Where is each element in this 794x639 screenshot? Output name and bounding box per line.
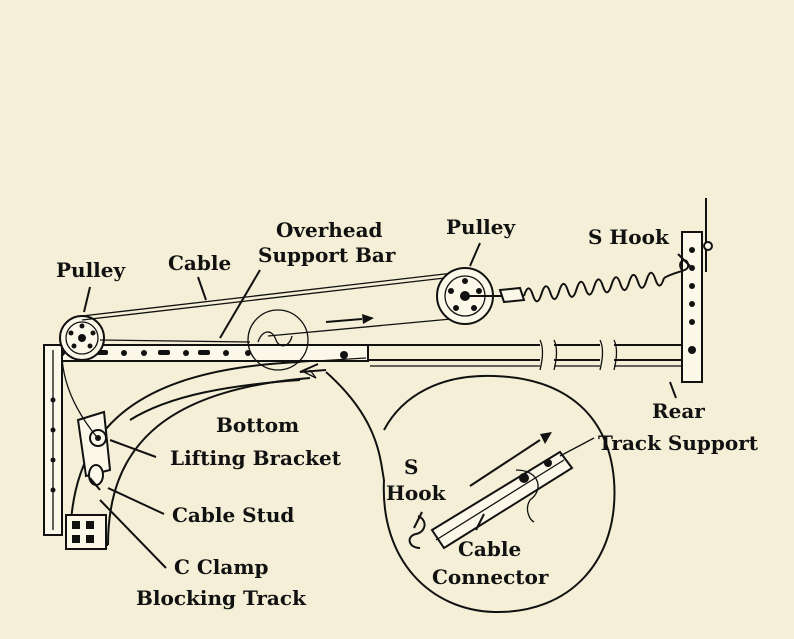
c-clamp-block [65, 514, 107, 550]
detail-bubble [299, 363, 616, 614]
front-vertical-track [43, 344, 63, 536]
label-detail-s: S [404, 455, 418, 479]
connector-callout [247, 309, 317, 379]
label-cable: Cable [168, 251, 231, 275]
cable [61, 271, 463, 437]
rear-track-support [681, 198, 713, 383]
labels: Pulley Cable Overhead Support Bar Pulley… [56, 215, 759, 610]
label-detail-connector: Connector [432, 565, 549, 589]
label-overhead-line2: Support Bar [258, 243, 396, 267]
left-pulley-graphic [59, 315, 105, 361]
label-blocking-track: Blocking Track [136, 586, 307, 610]
label-pulley-right: Pulley [446, 215, 517, 239]
leader-lines [83, 242, 691, 569]
label-bottom: Bottom [216, 413, 299, 437]
label-cable-stud: Cable Stud [172, 503, 294, 527]
bottom-lifting-bracket [76, 410, 112, 491]
label-overhead-line1: Overhead [276, 218, 383, 242]
label-detail-cable: Cable [458, 537, 521, 561]
label-lifting-bracket: Lifting Bracket [170, 446, 342, 470]
label-detail-hook: Hook [386, 481, 447, 505]
label-c-clamp: C Clamp [174, 555, 269, 579]
label-pulley-left: Pulley [56, 258, 127, 282]
extension-spring [498, 259, 690, 304]
label-s-hook-top: S Hook [588, 225, 670, 249]
label-rear: Rear [652, 399, 705, 423]
right-pulley-graphic [436, 267, 512, 325]
label-track-support: Track Support [598, 431, 759, 455]
direction-arrows [325, 314, 374, 324]
